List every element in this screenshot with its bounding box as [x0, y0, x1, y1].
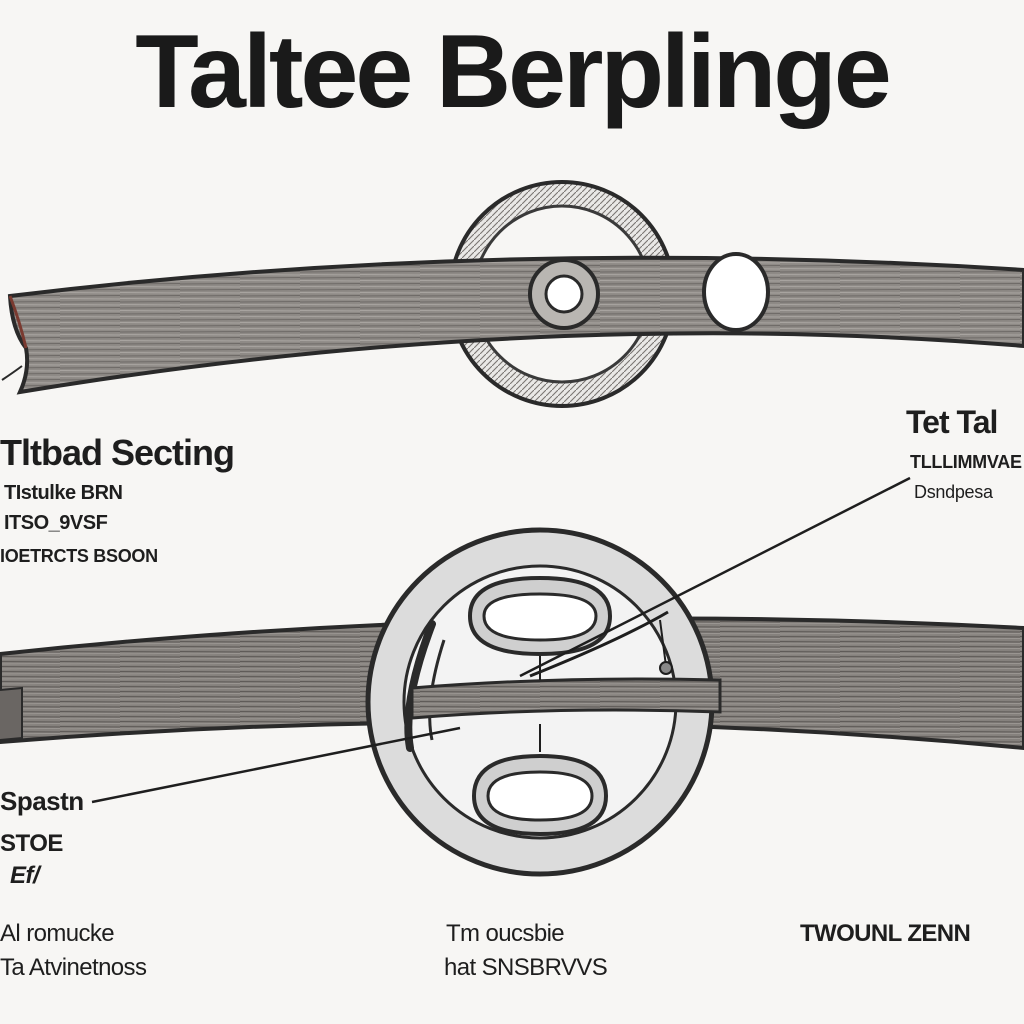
- right-top-line-1: TLLLIMMVAE: [910, 452, 1022, 472]
- left-mid-line-1: STOE: [0, 830, 63, 857]
- lower-plank-overlay: [410, 677, 722, 720]
- upper-axle-hole: [528, 258, 600, 330]
- lower-top-slot: [467, 575, 613, 657]
- right-top-line-2: Dsndpesa: [914, 482, 993, 502]
- left-mid-line-2: Ef/: [10, 862, 40, 889]
- left-top-line-2: ITSO_9VSF: [4, 512, 108, 534]
- upper-plank: [1, 255, 1024, 395]
- diagram-title: Taltee Berplinge: [135, 14, 891, 130]
- left-top-heading: Tltbad Secting: [0, 432, 235, 473]
- bottom-right-line-1: TWOUNL ZENN: [800, 920, 971, 947]
- bottom-center-line-2: hat SNSBRVVS: [444, 954, 608, 981]
- right-top-heading: Tet Tal: [906, 404, 998, 440]
- left-top-line-3: IOETRCTS BSOON: [0, 546, 158, 566]
- left-mid-heading: Spastn: [0, 786, 84, 816]
- left-top-line-1: TIstulke BRN: [4, 482, 123, 504]
- bottom-left-line-1: Al romucke: [0, 920, 115, 947]
- upper-oval-hole: [702, 252, 770, 332]
- bottom-center-line-1: Tm oucsbie: [446, 920, 565, 947]
- lower-bottom-slot: [471, 753, 609, 837]
- leader-lines: [91, 476, 911, 804]
- bottom-left-line-2: Ta Atvinetnoss: [0, 954, 147, 981]
